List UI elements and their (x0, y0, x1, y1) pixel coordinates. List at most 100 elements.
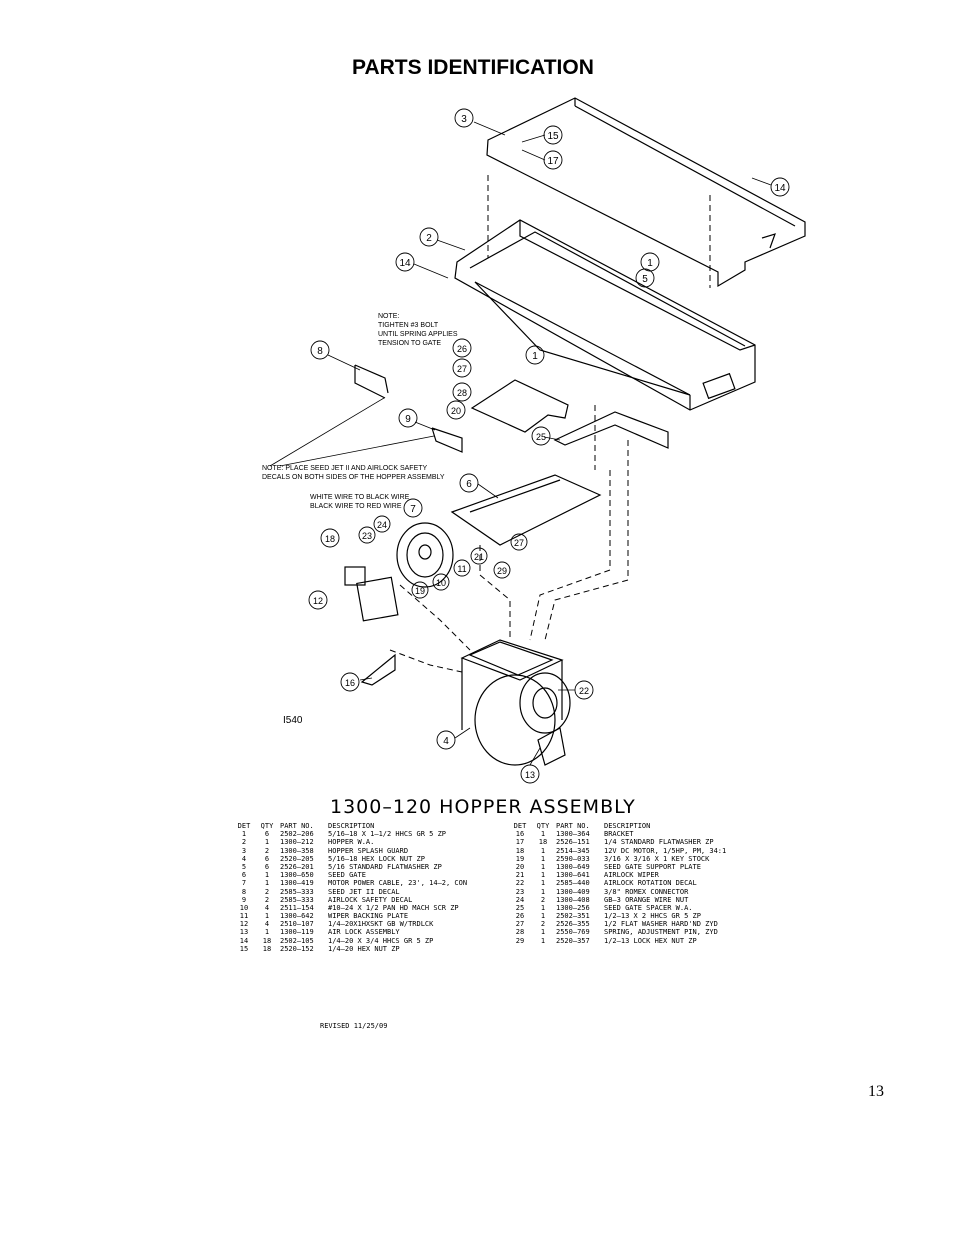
callout-12: 12 (308, 590, 328, 610)
callout-10: 10 (432, 573, 450, 591)
callout-24: 24 (373, 515, 391, 533)
callout-19: 19 (411, 581, 429, 599)
seed-gate-support-plate (470, 379, 569, 433)
svg-text:11: 11 (457, 564, 466, 574)
callout-21: 21 (470, 547, 488, 565)
svg-text:4: 4 (443, 736, 449, 747)
gate-note-line-3: UNTIL SPRING APPLIES (378, 331, 458, 338)
svg-text:1: 1 (532, 351, 538, 362)
svg-text:3: 3 (461, 114, 467, 125)
seed-gate-part (450, 474, 602, 546)
table-header: DET QTY PART NO. DESCRIPTION (237, 822, 375, 830)
callout-29: 29 (493, 561, 511, 579)
callout-25: 25 (531, 426, 551, 446)
callout-27b: 27 (510, 533, 528, 551)
callout-15: 15 (543, 125, 563, 145)
callout-18: 18 (320, 528, 340, 548)
callout-2: 2 (419, 227, 439, 247)
svg-text:17: 17 (547, 156, 559, 167)
callout-9: 9 (398, 408, 418, 428)
svg-text:27: 27 (457, 364, 467, 374)
svg-text:7: 7 (410, 504, 416, 515)
assembly-title: 1300–120 HOPPER ASSEMBLY (330, 796, 636, 818)
svg-text:20: 20 (451, 406, 461, 416)
callout-8: 8 (310, 340, 330, 360)
decal-note-line-2: DECALS ON BOTH SIDES OF THE HOPPER ASSEM… (262, 474, 445, 481)
callout-3: 3 (454, 108, 474, 128)
callout-17: 17 (543, 150, 563, 170)
svg-text:14: 14 (774, 183, 786, 194)
svg-text:18: 18 (325, 534, 335, 544)
svg-text:6: 6 (466, 479, 472, 490)
callout-22: 22 (574, 680, 594, 700)
gate-note-line-1: NOTE: (378, 313, 399, 320)
decal-note-line-1: NOTE: PLACE SEED JET II AND AIRLOCK SAFE… (262, 465, 428, 472)
page-title: PARTS IDENTIFICATION (352, 56, 594, 79)
callout-28: 28 (452, 382, 472, 402)
svg-text:5: 5 (642, 274, 648, 285)
table-header: DET QTY PART NO. DESCRIPTION (513, 822, 651, 830)
bracket-part (486, 97, 806, 288)
gate-note-line-2: TIGHTEN #3 BOLT (378, 322, 439, 329)
svg-text:23: 23 (362, 531, 372, 541)
svg-text:8: 8 (317, 346, 323, 357)
callout-5: 5 (635, 268, 655, 288)
revised-date: REVISED 11/25/09 (320, 1022, 388, 1030)
svg-text:15: 15 (547, 131, 559, 142)
svg-text:9: 9 (405, 414, 411, 425)
callout-7: 7 (403, 498, 423, 518)
callout-14b: 14 (395, 252, 415, 272)
svg-text:27: 27 (514, 538, 524, 548)
svg-text:22: 22 (579, 686, 589, 696)
wire-note-line-2: BLACK WIRE TO RED WIRE (310, 503, 402, 510)
gate-note-line-4: TENSION TO GATE (378, 340, 441, 347)
hopper-exploded-diagram: 3 15 17 14 2 14 1 5 8 26 27 28 20 1 9 25… (262, 97, 806, 784)
callout-16: 16 (340, 672, 360, 692)
callout-27: 27 (452, 358, 472, 378)
callout-4: 4 (436, 730, 456, 750)
callout-1: 1 (640, 252, 660, 272)
callout-6: 6 (459, 473, 479, 493)
svg-text:24: 24 (377, 520, 387, 530)
seed-gate-spacer-frame (553, 411, 669, 449)
callout-20: 20 (446, 400, 466, 420)
page-number: 13 (868, 1083, 884, 1100)
svg-text:10: 10 (436, 578, 446, 588)
callout-26: 26 (452, 338, 472, 358)
svg-text:19: 19 (415, 586, 425, 596)
svg-text:26: 26 (457, 344, 467, 354)
drawing-id: I540 (283, 715, 303, 726)
wire-note-line-1: WHITE WIRE TO BLACK WIRE (310, 494, 410, 501)
callout-13: 13 (520, 764, 540, 784)
svg-text:16: 16 (345, 678, 355, 688)
svg-text:21: 21 (474, 552, 484, 562)
svg-text:2: 2 (426, 233, 432, 244)
svg-text:25: 25 (536, 432, 546, 442)
